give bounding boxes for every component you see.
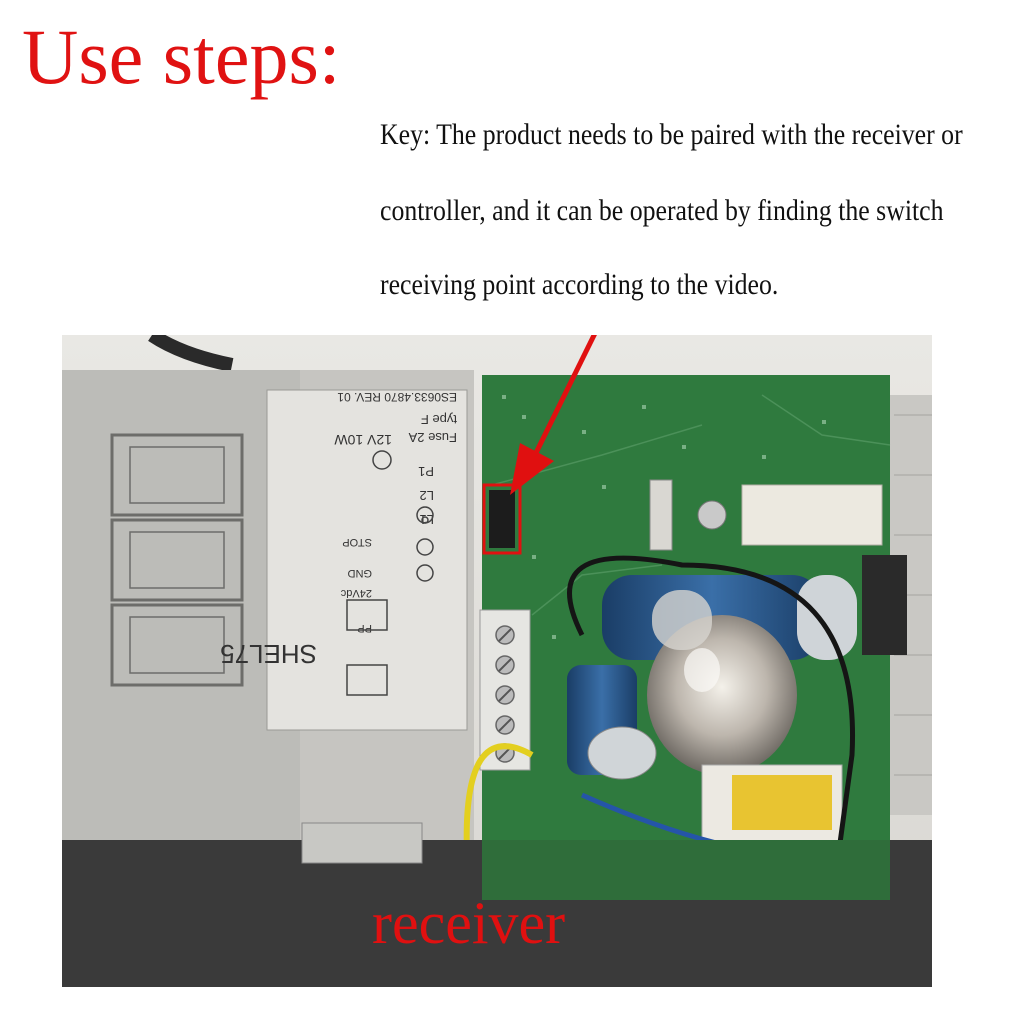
label-ref: ES0633.4870 REV. 01 (337, 390, 457, 404)
antenna-wire (567, 555, 856, 976)
label-stop: STOP (342, 536, 372, 548)
page-title: Use steps: (22, 13, 341, 100)
pointer-arrow-head (510, 443, 554, 495)
relay-part (649, 479, 673, 551)
receiver-photo: ES0633.4870 REV. 01 12V 10W Fuse 2A type… (62, 335, 932, 987)
fuse-holder (741, 484, 883, 546)
housing-vents (110, 433, 244, 687)
yellow-sticker (732, 775, 832, 830)
label-gnd: GND (348, 567, 373, 579)
key-text-line-3: receiving point according to the video. (380, 268, 779, 301)
label-pp: PP (357, 622, 372, 634)
label-24vdc: 24Vdc (340, 587, 372, 599)
lamp-bulb (647, 615, 797, 775)
wiring-label-sticker (266, 389, 468, 731)
receiving-point-highlight (482, 483, 522, 555)
label-model: SHEL75 (220, 639, 317, 669)
clip-part (301, 822, 423, 864)
receiver-caption: receiver (372, 890, 566, 956)
label-fuse-type: type F (421, 412, 457, 427)
label-power: 12V 10W (334, 432, 392, 448)
top-cable (148, 335, 234, 372)
key-text-line-2: controller, and it can be operated by fi… (380, 194, 944, 227)
key-text-line-1: Key: The product needs to be paired with… (380, 118, 963, 151)
label-fuse: Fuse 2A (408, 430, 457, 445)
yellow-wire (463, 743, 534, 856)
label-p1: P1 (418, 464, 434, 479)
label-l2: L2 (420, 488, 434, 503)
receiving-point-chip (489, 490, 515, 548)
pointer-arrow-line (527, 335, 597, 467)
